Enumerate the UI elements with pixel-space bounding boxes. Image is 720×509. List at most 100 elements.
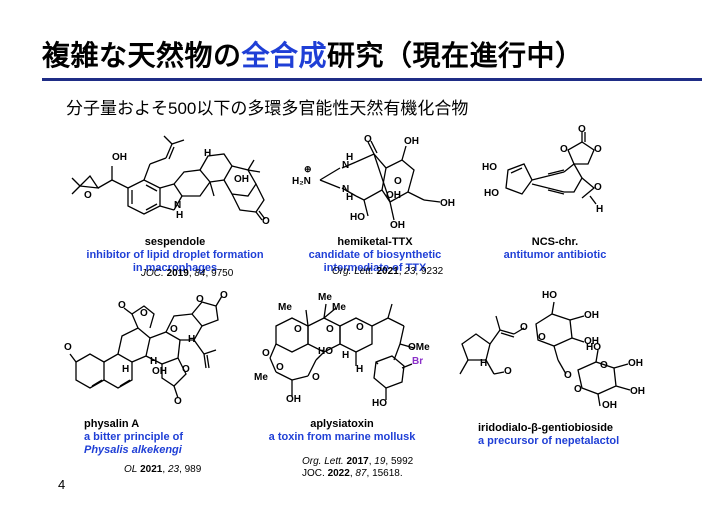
compound-description: a bitter principle of: [84, 431, 184, 443]
atom-label: O: [220, 290, 228, 301]
ncs-chr-structure: O O O HO HO O H: [478, 124, 618, 233]
sespendole-caption: sespendole inhibitor of lipid droplet fo…: [70, 236, 280, 275]
title-highlight: 全合成: [241, 40, 328, 71]
atom-label: O: [294, 324, 302, 335]
compound-description: intermediate of TTX: [323, 262, 427, 274]
hemiketal-ttx-reference: Org. Lett. 2021, 23, 9232: [332, 266, 444, 277]
gentiobioside-caption: iridodialo-β-gentiobioside a precursor o…: [478, 422, 648, 448]
compound-name: iridodialo-β-gentiobioside: [478, 422, 614, 434]
compound-name: NCS-chr.: [531, 236, 579, 248]
atom-label: Me: [318, 292, 332, 303]
title-underline: [42, 78, 702, 81]
atom-label: O: [594, 182, 602, 193]
atom-label: O: [196, 294, 204, 305]
compound-description: a precursor of nepetalactol: [478, 435, 620, 447]
atom-label: O: [170, 324, 178, 335]
atom-label: O: [140, 308, 148, 319]
atom-label: OH: [390, 220, 405, 231]
atom-label: Me: [254, 372, 268, 383]
atom-label: O: [262, 216, 270, 227]
atom-label: H: [204, 148, 212, 159]
atom-label: HO: [350, 212, 365, 223]
compound-description: Physalis alkekengi: [84, 444, 182, 456]
atom-label: N: [342, 160, 350, 171]
atom-label: O: [560, 144, 568, 155]
atom-label: N: [174, 200, 182, 211]
atom-label: OH: [404, 136, 419, 147]
compound-description: in macrophages: [132, 262, 218, 274]
atom-label: Br: [412, 356, 424, 367]
hemiketal-ttx-structure: ⊕ H₂N N N H H O OH O OH HO OH OH: [290, 134, 460, 235]
aplysiatoxin-structure: Me Me Me O O O HO H OMe O O O Me H Br OH…: [252, 292, 432, 414]
atom-label: H: [150, 356, 158, 367]
atom-label: O: [394, 176, 402, 187]
atom-label: O: [118, 300, 126, 311]
atom-label: OH: [630, 386, 645, 397]
atom-label: HO: [318, 346, 333, 357]
atom-label: H: [188, 334, 196, 345]
compound-description: candidate of biosynthetic: [308, 249, 442, 261]
atom-label: OH: [234, 174, 249, 185]
gentiobioside-structure: O HO O OH H O OH O HO OH O O OH OH: [454, 290, 674, 412]
slide-title: 複雑な天然物の全合成研究（現在進行中）: [42, 34, 584, 74]
compound-name: sespendole: [144, 236, 206, 248]
atom-label: H₂N: [292, 176, 311, 187]
atom-label: O: [262, 348, 270, 359]
atom-label: OH: [440, 198, 455, 209]
atom-label: O: [364, 134, 372, 145]
atom-label: O: [84, 190, 92, 201]
sespendole-structure: OH O H OH N H O: [60, 135, 280, 238]
atom-label: O: [564, 370, 572, 381]
title-part1: 複雑な天然物の: [42, 40, 242, 71]
aplysiatoxin-reference-2: JOC. 2022, 87, 15618.: [302, 468, 403, 479]
physalin-a-reference: OL 2021, 23, 989: [124, 464, 202, 475]
atom-label: O: [174, 396, 182, 407]
aplysiatoxin-caption: aplysiatoxin a toxin from marine mollusk: [262, 418, 422, 444]
compound-name: hemiketal-TTX: [337, 236, 413, 248]
atom-label: O: [64, 342, 72, 353]
atom-label: H: [480, 358, 488, 369]
atom-label: H: [596, 204, 604, 215]
atom-label: O: [594, 144, 602, 155]
compound-description: inhibitor of lipid droplet formation: [86, 249, 264, 261]
atom-label: H: [342, 350, 350, 361]
atom-label: O: [600, 360, 608, 371]
atom-label: ⊕: [304, 164, 312, 174]
atom-label: OMe: [408, 342, 430, 353]
compound-description: a toxin from marine mollusk: [268, 431, 416, 443]
atom-label: Me: [278, 302, 292, 313]
atom-label: H: [176, 210, 184, 221]
atom-label: O: [520, 322, 528, 333]
atom-label: OH: [628, 358, 643, 369]
atom-label: H: [346, 152, 354, 163]
atom-label: O: [356, 322, 364, 333]
atom-label: OH: [584, 310, 599, 321]
atom-label: O: [326, 324, 334, 335]
atom-label: H: [356, 364, 364, 375]
atom-label: Me: [332, 302, 346, 313]
page-number: 4: [58, 477, 66, 492]
hemiketal-ttx-caption: hemiketal-TTX candidate of biosynthetic …: [295, 236, 455, 275]
atom-label: OH: [152, 366, 167, 377]
atom-label: HO: [482, 162, 497, 173]
atom-label: OH: [112, 152, 127, 163]
aplysiatoxin-reference-1: Org. Lett. 2017, 19, 5992: [302, 456, 414, 467]
atom-label: HO: [542, 290, 557, 301]
atom-label: O: [574, 384, 582, 395]
physalin-a-caption: physalin A a bitter principle of Physali…: [84, 418, 204, 457]
compound-name: physalin A: [84, 418, 140, 430]
atom-label: O: [182, 364, 190, 375]
atom-label: OH: [386, 190, 401, 201]
atom-label: OH: [584, 336, 599, 347]
ncs-chr-caption: NCS-chr. antitumor antibiotic: [490, 236, 620, 262]
slide-subtitle: 分子量およそ500以下の多環多官能性天然有機化合物: [66, 99, 469, 118]
atom-label: HO: [372, 398, 387, 409]
atom-label: O: [504, 366, 512, 377]
atom-label: O: [538, 332, 546, 343]
compound-description: antitumor antibiotic: [503, 249, 607, 261]
atom-label: HO: [484, 188, 499, 199]
atom-label: N: [342, 184, 350, 195]
atom-label: OH: [602, 400, 617, 411]
atom-label: H: [346, 192, 354, 203]
atom-label: O: [276, 362, 284, 373]
